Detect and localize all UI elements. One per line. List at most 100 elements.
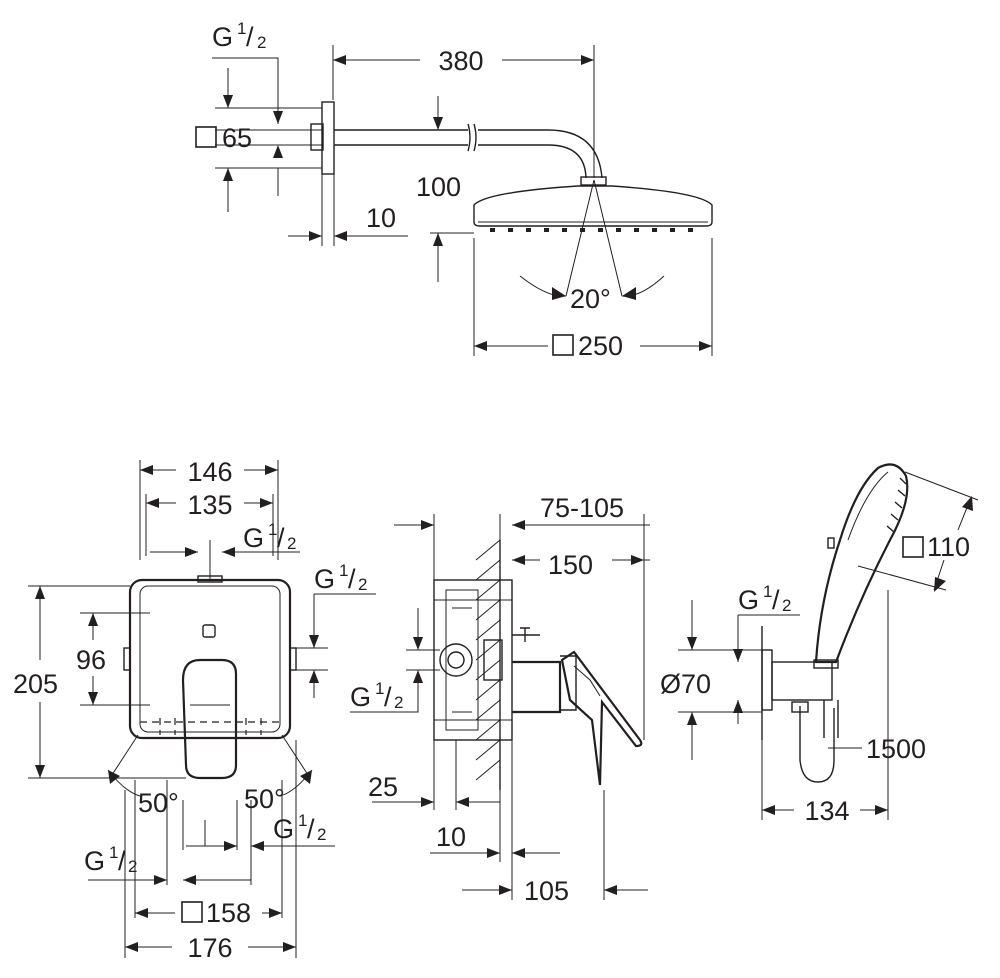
square-symbol (181, 901, 203, 923)
concealed-body (433, 579, 513, 741)
wall-plate-inner (139, 585, 281, 733)
dim-150: 150 (548, 550, 593, 580)
svg-text:2: 2 (317, 825, 326, 844)
ext-25 (433, 740, 457, 810)
dim-96: 96 (76, 645, 106, 675)
side-connection-left (123, 647, 131, 671)
dim-146: 146 (187, 457, 232, 487)
wall-flange (321, 101, 335, 175)
dim-250: 250 (578, 331, 623, 361)
square-symbol (552, 334, 574, 356)
cover-plate (512, 660, 562, 714)
dim-1500: 1500 (866, 734, 926, 764)
stop-valve (512, 627, 540, 642)
ext-205 (28, 585, 186, 779)
svg-text:G: G (350, 682, 371, 712)
svg-text:G: G (314, 564, 335, 594)
svg-text:2: 2 (782, 596, 791, 615)
mixer-front-view: 146 135 G 1 / 2 G 1 / 2 205 (13, 457, 376, 963)
dim-134: 134 (804, 796, 849, 826)
dim-25: 25 (368, 772, 398, 802)
square-symbol (902, 536, 924, 558)
svg-text:/: / (384, 682, 392, 712)
svg-text:1: 1 (268, 520, 277, 539)
wall-hatch (475, 539, 501, 781)
spray-face (886, 477, 907, 533)
svg-text:2: 2 (394, 693, 403, 712)
button (827, 537, 835, 549)
indicator (202, 624, 216, 638)
square-symbol (195, 126, 217, 148)
thread-label-br: G 1 / 2 (273, 811, 326, 844)
extension-lines (332, 45, 595, 178)
svg-text:G: G (243, 523, 264, 553)
body-valve (439, 643, 473, 677)
shower-arm (334, 129, 468, 146)
leader-g-right (296, 593, 376, 698)
dim-50-left: 50° (138, 788, 179, 818)
dim-50-right: 50° (244, 784, 285, 814)
svg-text:2: 2 (128, 857, 137, 876)
mixer-side-view: 75-105 150 G 1 / 2 25 10 105 (350, 493, 650, 906)
leader-g-hand (737, 614, 800, 662)
lever-detail (573, 665, 601, 697)
body-valve-inner (447, 651, 465, 669)
nozzles (490, 228, 693, 232)
arm-bend (478, 129, 603, 179)
body-details (434, 599, 512, 721)
side-connection-right (289, 647, 297, 671)
arm-break (467, 123, 477, 152)
leader-g-side (350, 608, 440, 713)
leader-g-head (212, 57, 279, 124)
ext-250 (473, 238, 713, 356)
svg-text:1: 1 (237, 19, 246, 38)
ext-10-side (499, 712, 513, 900)
arrowhead (552, 287, 566, 300)
svg-text:1: 1 (375, 679, 384, 698)
svg-text:1: 1 (339, 561, 348, 580)
svg-text:/: / (348, 564, 356, 594)
dim-135: 135 (187, 490, 232, 520)
svg-text:/: / (277, 523, 285, 553)
thread-label-bl: G 1 / 2 (84, 843, 137, 876)
hand-shower-body (814, 463, 909, 664)
ext-110 (857, 471, 979, 591)
dim-center (186, 820, 237, 847)
dim-65: 65 (222, 123, 252, 153)
dim-75-105: 75-105 (540, 493, 624, 523)
thread-label-head: G 1 / 2 (212, 19, 266, 52)
dim-105: 105 (524, 876, 569, 906)
mixer-lever (181, 658, 238, 780)
tilt-lines (565, 179, 623, 297)
dim-70: Ø70 (660, 669, 711, 699)
hose-cone (823, 700, 839, 738)
svg-text:1: 1 (763, 582, 772, 601)
outlet-flange (761, 649, 773, 711)
hose-nut (791, 701, 809, 713)
body-inner (445, 589, 479, 731)
dim-158: 158 (206, 898, 251, 928)
holder-body (771, 661, 833, 701)
svg-text:G: G (212, 22, 233, 52)
arrowhead (622, 287, 636, 300)
ext-10 (321, 174, 335, 246)
dim-205: 205 (13, 669, 58, 699)
ext-bottom (124, 740, 297, 958)
ext-134 (761, 590, 889, 820)
swing-lines (109, 734, 311, 779)
dim-10-head: 10 (366, 203, 396, 233)
svg-text:2: 2 (257, 33, 266, 52)
body-cartridge (483, 639, 503, 681)
dim-20-angle: 20° (570, 284, 611, 314)
svg-text:/: / (118, 846, 126, 876)
hose (799, 706, 835, 783)
ext-75-105 (499, 514, 645, 740)
svg-text:/: / (307, 814, 315, 844)
hand-shower-connector (813, 659, 839, 669)
dim-110: 110 (927, 532, 970, 562)
dim-380: 380 (438, 46, 483, 76)
thread-label-hand: G 1 / 2 (738, 582, 791, 615)
lever-side (560, 650, 643, 786)
svg-text:G: G (273, 814, 294, 844)
